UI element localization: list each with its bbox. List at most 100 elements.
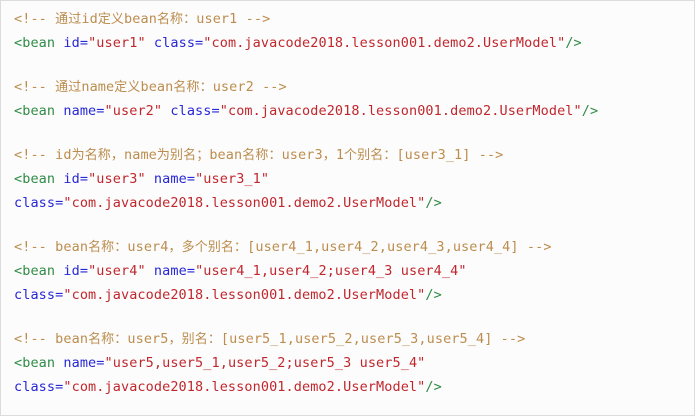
xml-attr-name: class: [170, 103, 212, 119]
xml-attr-value: "com.javacode2018.lesson001.demo2.UserMo…: [219, 103, 582, 119]
xml-attr-name: class: [14, 379, 56, 395]
code-token-cjk: 通过: [55, 12, 82, 27]
xml-attr-equals: =: [195, 35, 204, 51]
code-line[interactable]: <bean id="user1" class="com.javacode2018…: [14, 31, 694, 55]
code-token: bean: [124, 11, 157, 27]
xml-attr-equals: =: [186, 171, 196, 187]
code-token-cjk: 名称：: [242, 148, 282, 163]
code-token: <!--: [14, 79, 56, 95]
xml-tag-close: />: [425, 195, 442, 211]
code-line[interactable]: class="com.javacode2018.lesson001.demo2.…: [14, 375, 694, 399]
xml-tag-close: />: [581, 103, 599, 119]
xml-attr-equals: =: [55, 195, 64, 211]
xml-attr-equals: =: [96, 103, 105, 119]
code-line[interactable]: <!-- 通过name定义bean名称：user2 -->: [14, 75, 694, 99]
xml-attr-name: id: [63, 263, 80, 279]
xml-tag-name: <bean: [14, 355, 56, 371]
xml-attr-equals: =: [79, 35, 89, 51]
code-token: <!-- id: [14, 147, 72, 163]
xml-attr-name: class: [14, 195, 56, 211]
code-token-cjk: 为名称，: [71, 148, 124, 163]
code-token-cjk: 个别名：: [344, 148, 397, 163]
xml-attr-equals: =: [55, 287, 64, 303]
code-line[interactable]: class="com.javacode2018.lesson001.demo2.…: [14, 191, 694, 215]
code-token-cjk: ，多个别名：: [168, 240, 248, 255]
code-token: user5: [127, 331, 169, 347]
code-line[interactable]: class="com.javacode2018.lesson001.demo2.…: [14, 283, 694, 307]
xml-attr-name: name: [63, 355, 97, 371]
xml-tag-name: <bean: [14, 263, 56, 279]
xml-attr-name: id: [63, 35, 80, 51]
xml-attr-name: name: [63, 103, 97, 119]
xml-tag-close: />: [425, 287, 442, 303]
code-token: bean: [140, 79, 174, 95]
code-token: bean: [209, 147, 243, 163]
code-line[interactable]: [14, 215, 694, 235]
xml-attr-name: class: [14, 287, 56, 303]
code-line[interactable]: <!-- bean名称：user5，别名：[user5_1,user5_2,us…: [14, 327, 694, 351]
xml-attr-value: "user2": [104, 103, 163, 119]
xml-attr-value: "user4_1,user4_2;user4_3 user4_4": [195, 263, 467, 279]
code-line[interactable]: [14, 55, 694, 75]
code-line[interactable]: <bean id="user3" name="user3_1": [14, 167, 694, 191]
code-token: user3: [281, 147, 323, 163]
code-line[interactable]: <bean name="user5,user5_1,user5_2;user5_…: [14, 351, 694, 375]
code-token-cjk: ，: [322, 148, 336, 163]
xml-attr-equals: =: [79, 263, 89, 279]
xml-attr-value: "user3_1": [195, 171, 270, 187]
code-line[interactable]: <!-- 通过id定义bean名称：user1 -->: [14, 7, 694, 31]
xml-attr-name: name: [153, 263, 187, 279]
xml-attr-name: id: [63, 171, 80, 187]
code-line[interactable]: <bean name="user2" class="com.javacode20…: [14, 99, 694, 123]
code-token-cjk: 名称：: [156, 12, 197, 27]
xml-attr-name: class: [153, 35, 196, 51]
code-line[interactable]: <!-- bean名称：user4，多个别名：[user4_1,user4_2,…: [14, 235, 694, 259]
xml-tag-name: <bean: [14, 103, 56, 119]
code-space: [146, 263, 154, 279]
xml-attr-value: "com.javacode2018.lesson001.demo2.UserMo…: [63, 379, 426, 395]
code-token: id: [81, 11, 98, 27]
code-line[interactable]: [14, 307, 694, 327]
xml-attr-value: "com.javacode2018.lesson001.demo2.UserMo…: [203, 35, 566, 51]
xml-tag-name: <bean: [14, 171, 56, 187]
code-line[interactable]: <!-- id为名称，name为别名；bean名称：user3，1个别名：[us…: [14, 143, 694, 167]
xml-tag-close: />: [425, 379, 442, 395]
xml-attr-equals: =: [186, 263, 196, 279]
code-token-cjk: 定义: [97, 12, 125, 27]
xml-attr-value: "user4": [88, 263, 146, 279]
xml-tag-name: <bean: [14, 35, 56, 51]
xml-attr-value: "user1": [88, 35, 146, 51]
xml-attr-value: "com.javacode2018.lesson001.demo2.UserMo…: [63, 287, 426, 303]
code-token-cjk: 通过: [55, 80, 82, 95]
code-line[interactable]: <bean id="user4" name="user4_1,user4_2;u…: [14, 259, 694, 283]
code-token-cjk: 为别名；: [156, 148, 210, 163]
code-token: [user5_1,user5_2,user5_3,user5_4] -->: [220, 331, 526, 347]
code-space: [146, 35, 154, 51]
code-token: user4: [127, 239, 169, 255]
code-token: user1 -->: [196, 11, 271, 27]
code-token: <!-- bean: [14, 239, 89, 255]
code-token-cjk: 定义: [114, 80, 141, 95]
code-token: <!--: [14, 11, 56, 27]
code-line[interactable]: [14, 123, 694, 143]
xml-attr-name: name: [153, 171, 187, 187]
code-token: name: [124, 147, 157, 163]
xml-attr-equals: =: [96, 355, 105, 371]
xml-attr-value: "com.javacode2018.lesson001.demo2.UserMo…: [63, 195, 426, 211]
code-token-cjk: 名称：: [88, 332, 128, 347]
xml-attr-equals: =: [211, 103, 220, 119]
xml-attr-value: "user5,user5_1,user5_2;user5_3 user5_4": [104, 355, 426, 371]
code-token-cjk: 名称：: [173, 80, 213, 95]
code-token-cjk: ，别名：: [168, 332, 221, 347]
xml-attr-value: "user3": [88, 171, 146, 187]
code-token-cjk: 名称：: [88, 240, 128, 255]
code-token: [user4_1,user4_2,user4_3,user4_4] -->: [247, 239, 552, 255]
code-token: <!-- bean: [14, 331, 89, 347]
xml-attr-equals: =: [79, 171, 89, 187]
xml-attr-equals: =: [55, 379, 64, 395]
code-token: [user3_1] -->: [396, 147, 504, 163]
code-token: user2 -->: [212, 79, 287, 95]
code-space: [146, 171, 154, 187]
code-token: 1: [335, 147, 345, 163]
